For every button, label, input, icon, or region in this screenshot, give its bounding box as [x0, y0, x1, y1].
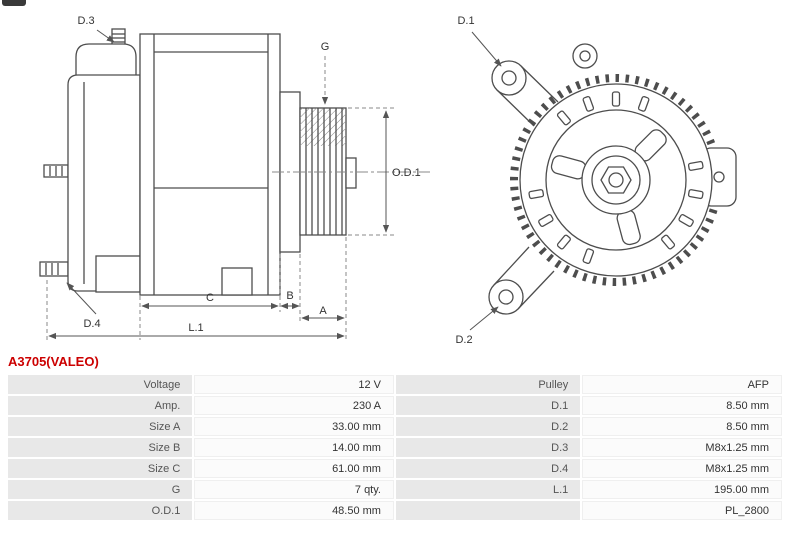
- side-view: D.3 G O.D.1 D.4: [39, 15, 430, 340]
- dim-label-a: A: [319, 305, 327, 317]
- spec-label-cell: L.1: [395, 480, 581, 499]
- spec-label-cell: O.D.1: [8, 501, 193, 520]
- spec-value-cell: M8x1.25 mm: [582, 438, 782, 457]
- dim-label-d3: D.3: [77, 15, 94, 27]
- spec-label-cell: Size C: [8, 459, 193, 478]
- spec-value-cell: 48.50 mm: [194, 501, 394, 520]
- spec-label-cell: Voltage: [8, 375, 193, 394]
- dim-label-od1: O.D.1: [392, 167, 421, 179]
- spec-value-cell: 33.00 mm: [194, 417, 394, 436]
- dim-label-c: C: [206, 292, 214, 304]
- spec-value-cell: M8x1.25 mm: [582, 459, 782, 478]
- front-view: D.1 D.2: [455, 15, 737, 346]
- spec-label-cell: D.3: [395, 438, 581, 457]
- spec-label-cell: Amp.: [8, 396, 193, 415]
- dim-label-b: B: [286, 290, 293, 302]
- dim-label-d1: D.1: [457, 15, 474, 27]
- spec-label-cell: Pulley: [395, 375, 581, 394]
- dim-label-d4: D.4: [83, 318, 100, 330]
- alternator-drawings: D.3 G O.D.1 D.4: [39, 15, 737, 346]
- spec-value-cell: 8.50 mm: [582, 417, 782, 436]
- corner-watermark-fragment: [2, 0, 26, 6]
- spec-label-cell: Size B: [8, 438, 193, 457]
- spec-value-cell: 230 A: [194, 396, 394, 415]
- spec-value-cell: 61.00 mm: [194, 459, 394, 478]
- spec-value-cell: AFP: [582, 375, 782, 394]
- spec-value-cell: 7 qty.: [194, 480, 394, 499]
- spec-value-cell: 12 V: [194, 375, 394, 394]
- spec-value-cell: PL_2800: [582, 501, 782, 520]
- spec-label-cell: G: [8, 480, 193, 499]
- spec-value-cell: 195.00 mm: [582, 480, 782, 499]
- dim-label-d2: D.2: [455, 334, 472, 346]
- spec-label-cell: D.1: [395, 396, 581, 415]
- dim-label-g: G: [321, 41, 330, 53]
- spec-label-cell: D.4: [395, 459, 581, 478]
- spec-value-cell: 14.00 mm: [194, 438, 394, 457]
- product-code-title: A3705(VALEO): [8, 354, 99, 369]
- spec-value-cell: 8.50 mm: [582, 396, 782, 415]
- spec-label-cell: D.2: [395, 417, 581, 436]
- technical-drawing: D.3 G O.D.1 D.4: [39, 15, 737, 346]
- spec-label-cell: [395, 501, 581, 520]
- spec-label-cell: Size A: [8, 417, 193, 436]
- dim-label-l1: L.1: [188, 322, 203, 334]
